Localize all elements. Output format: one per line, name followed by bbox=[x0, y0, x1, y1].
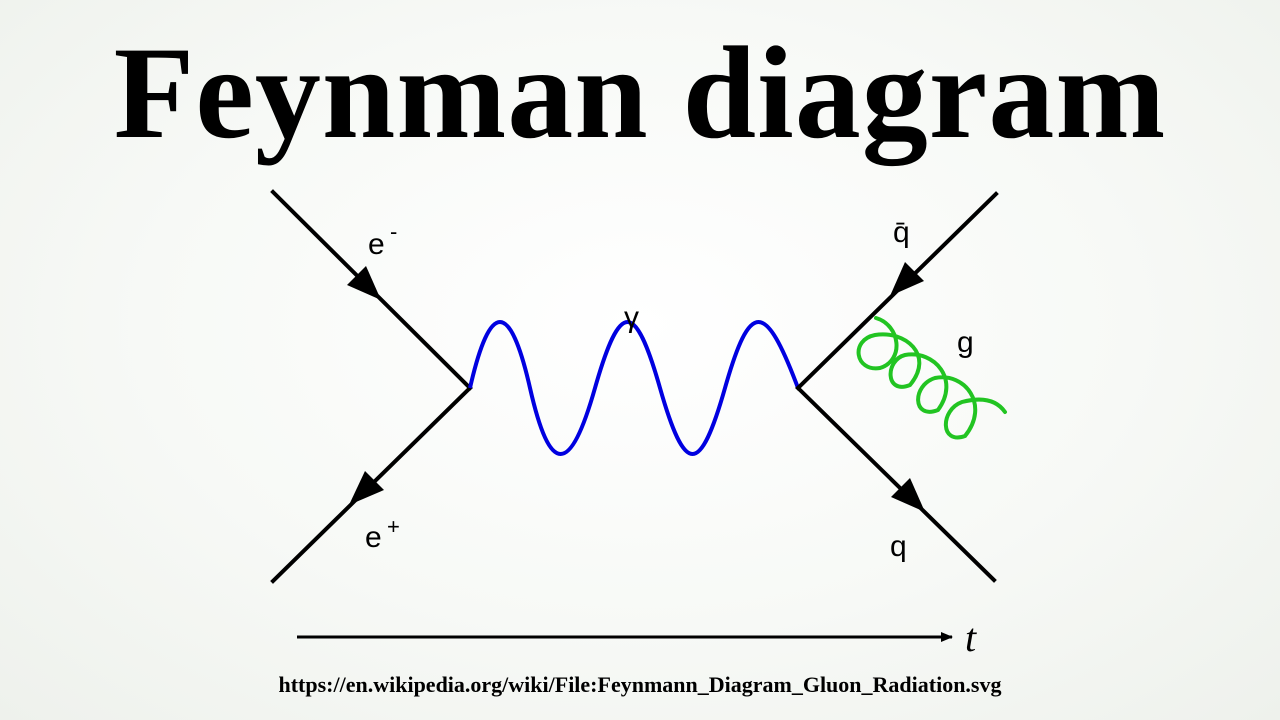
antiquark-line bbox=[795, 191, 999, 391]
photon-wave bbox=[468, 320, 800, 456]
electron-label: e bbox=[368, 228, 385, 261]
electron-line bbox=[270, 189, 473, 391]
quark-label: q bbox=[890, 530, 907, 563]
gluon-curl bbox=[856, 316, 1007, 440]
positron-label: e bbox=[365, 521, 382, 554]
positron-charge-label: + bbox=[387, 514, 400, 539]
photon-label: γ bbox=[624, 301, 639, 334]
electron-charge-label: - bbox=[390, 219, 397, 244]
page-title: Feynman diagram bbox=[113, 19, 1167, 166]
gluon-label: g bbox=[957, 326, 974, 359]
antiquark-label: q̄ bbox=[893, 216, 910, 249]
positron-line bbox=[270, 385, 473, 584]
antiquark-arrow bbox=[890, 262, 924, 296]
quark-arrow bbox=[891, 478, 925, 512]
positron-arrow bbox=[349, 471, 384, 505]
time-axis-label: t bbox=[965, 615, 977, 660]
quark-line bbox=[795, 385, 997, 583]
electron-arrow bbox=[347, 266, 381, 300]
source-url: https://en.wikipedia.org/wiki/File:Feynm… bbox=[278, 672, 1002, 697]
